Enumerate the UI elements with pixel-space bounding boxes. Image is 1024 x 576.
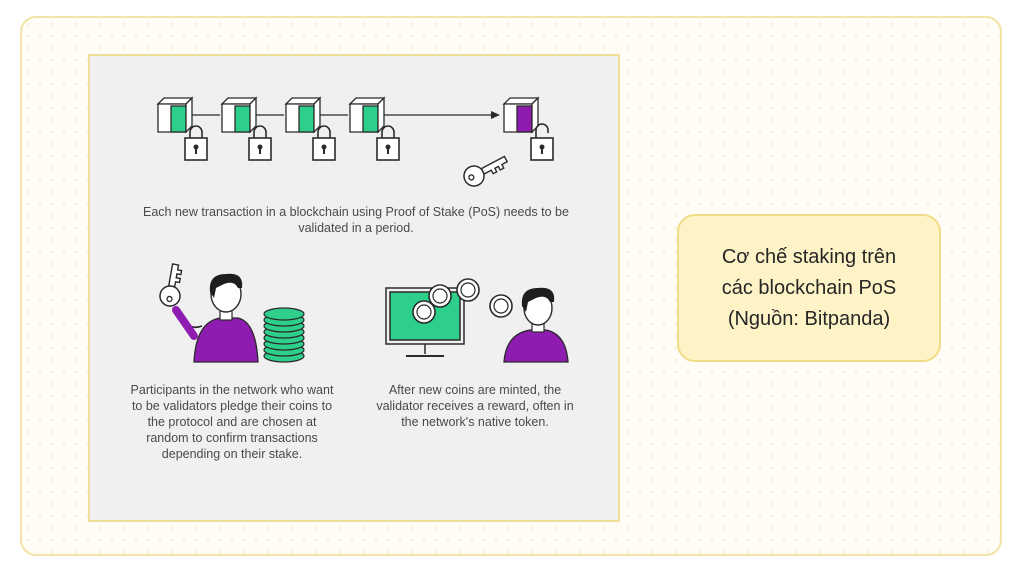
padlock-icon [376,125,400,161]
padlock-icon [312,125,336,161]
pos-diagram-illustration [157,96,569,363]
coin-icon [456,278,480,302]
block-cube-3 [285,97,321,133]
coin-stack-icon [263,307,305,363]
open-padlock-icon [530,123,554,161]
block-cube-4 [349,97,385,133]
block-cube-2 [221,97,257,133]
new-block-cube [502,96,540,134]
pos-diagram-panel: Each new transaction in a blockchain usi… [88,54,620,522]
validator-pledge-illustration [159,263,305,363]
key-icon [463,155,509,187]
key-icon [159,263,183,307]
coin-icon [428,284,452,308]
caption-validators-pledge: Participants in the network who want to … [130,383,334,461]
caption-pos-validation: Each new transaction in a blockchain usi… [143,205,569,235]
padlock-icon [248,125,272,161]
source-note-text: Cơ chế staking trên các blockchain PoS (… [721,245,897,330]
source-note-box: Cơ chế staking trên các blockchain PoS (… [677,214,941,362]
caption-validator-reward: After new coins are minted, the validato… [376,383,574,429]
padlock-icon [184,125,208,161]
block-cube-1 [157,97,193,133]
reward-illustration [385,278,569,363]
block-chain-row [157,96,554,187]
coin-icon [489,294,513,318]
